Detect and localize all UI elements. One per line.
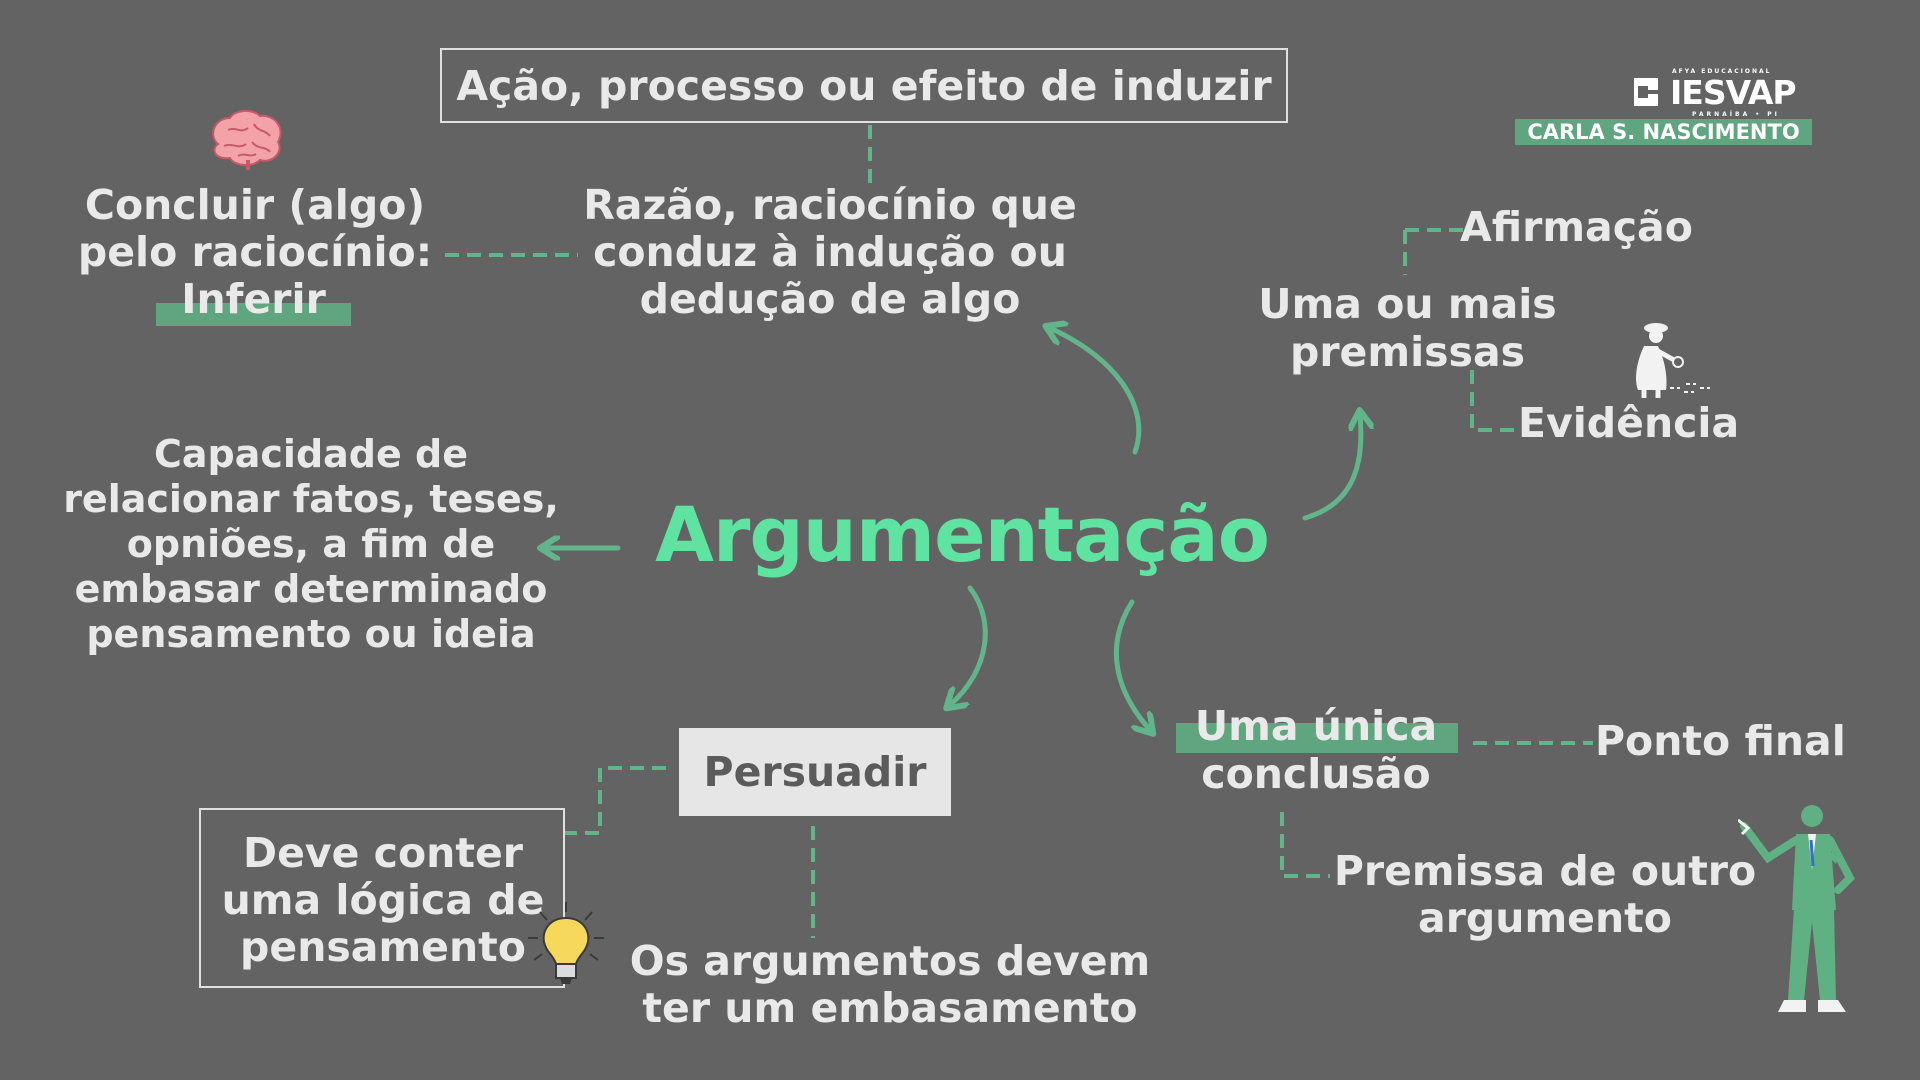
reason-line: Razão, raciocínio que [583, 181, 1077, 229]
logic-line: pensamento [240, 923, 526, 971]
conclusion-text: Uma única conclusão [1170, 702, 1462, 798]
author-text: CARLA S. NASCIMENTO [1527, 120, 1800, 144]
arrow-icon [1302, 415, 1361, 521]
final-point-text: Ponto final [1595, 717, 1846, 765]
capacity-line: embasar determinado [74, 567, 548, 611]
reason-line: dedução de algo [639, 275, 1021, 323]
premises-line: Uma ou mais [1258, 280, 1557, 328]
premises-text: Uma ou mais premissas [1220, 280, 1595, 376]
brand-logo: AFYA EDUCACIONAL IESVAP PARNAÍBA • PI [1620, 68, 1810, 118]
capacity-line: Capacidade de [154, 432, 468, 476]
dashed-connector [565, 766, 666, 835]
reason-line: conduz à indução ou [593, 228, 1067, 276]
basis-line: Os argumentos devem [629, 937, 1151, 985]
presenter-icon [1738, 805, 1855, 1012]
other-premise-line: Premissa de outro [1333, 847, 1757, 895]
infer-highlight [156, 303, 351, 326]
logic-line: Deve conter [243, 829, 523, 877]
premises-line: premissas [1289, 328, 1526, 376]
basis-line: ter um embasamento [642, 984, 1138, 1032]
conclude-line: pelo raciocínio: [77, 228, 433, 276]
reason-text: Razão, raciocínio que conduz à indução o… [560, 182, 1100, 323]
persuade-text: Persuadir [703, 748, 927, 796]
dashed-connector [1280, 812, 1330, 878]
detective-icon [1636, 323, 1710, 398]
affirmation-text: Afirmação [1460, 203, 1693, 251]
conclusion-line: Uma única [1194, 702, 1438, 750]
arrow-icon [1050, 328, 1142, 455]
dashed-connector [1470, 370, 1520, 432]
capacity-text: Capacidade de relacionar fatos, teses, o… [55, 432, 567, 657]
logo-mark-icon [1634, 78, 1658, 106]
brain-icon [212, 110, 282, 170]
logo-bottom-micro: PARNAÍBA • PI [1692, 111, 1780, 118]
capacity-line: opniões, a fim de [126, 522, 496, 566]
logic-text: Deve conter uma lógica de pensamento [205, 830, 561, 971]
logo-text: IESVAP [1670, 73, 1797, 112]
logo-top-micro: AFYA EDUCACIONAL [1672, 68, 1772, 75]
definition-box: Ação, processo ou efeito de induzir [440, 48, 1288, 123]
other-premise-line: argumento [1418, 894, 1672, 942]
other-premise-text: Premissa de outro argumento [1330, 848, 1760, 942]
infer-text: Inferir [181, 275, 326, 323]
conclude-text: Concluir (algo) pelo raciocínio: [60, 182, 450, 276]
arrow-icon [950, 585, 988, 705]
lightbulb-icon [528, 902, 604, 984]
conclude-line: Concluir (algo) [84, 181, 426, 229]
capacity-line: relacionar fatos, teses, [63, 477, 559, 521]
conclusion-highlight [1176, 723, 1458, 753]
logic-line: uma lógica de [221, 876, 545, 924]
author-badge: CARLA S. NASCIMENTO [1515, 119, 1812, 145]
capacity-line: pensamento ou ideia [86, 612, 536, 656]
basis-text: Os argumentos devem ter um embasamento [600, 938, 1180, 1032]
persuade-box: Persuadir [679, 728, 951, 816]
definition-text: Ação, processo ou efeito de induzir [456, 61, 1272, 110]
center-title: Argumentação [655, 490, 1270, 579]
logic-box [199, 808, 565, 988]
arrow-icon [1114, 599, 1150, 730]
conclusion-line: conclusão [1201, 750, 1431, 798]
evidence-text: Evidência [1518, 399, 1740, 447]
